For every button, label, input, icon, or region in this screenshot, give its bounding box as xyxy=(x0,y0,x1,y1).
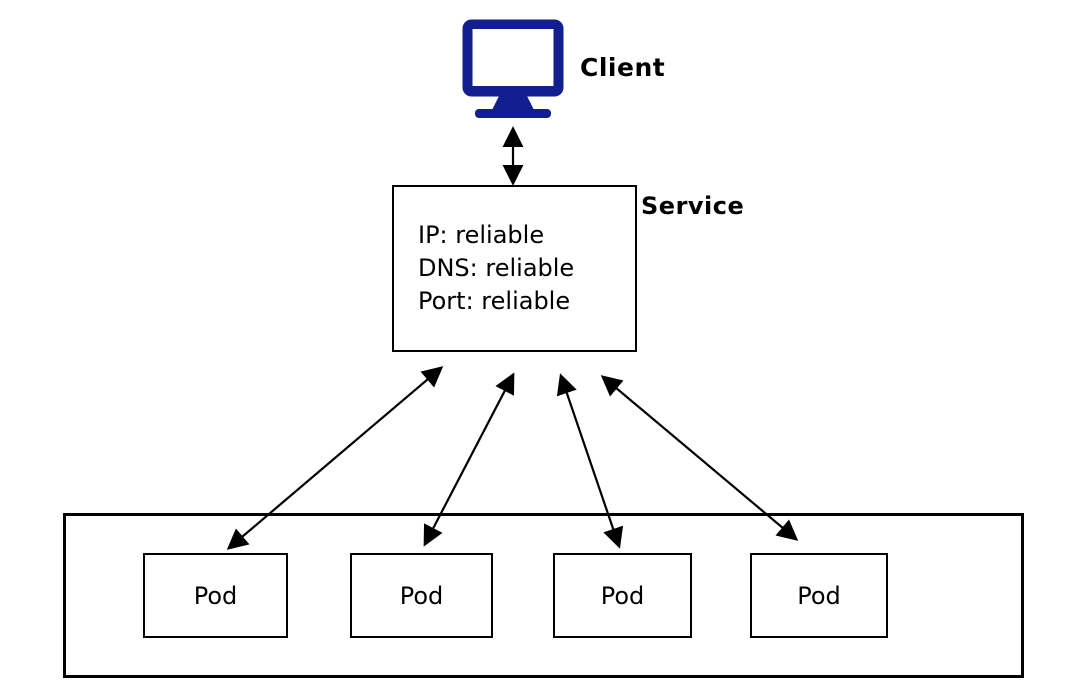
pods-container xyxy=(63,513,1024,678)
pod-box-4: Pod xyxy=(750,553,888,638)
service-property-dns: DNS: reliable xyxy=(418,254,575,282)
service-property-ip: IP: reliable xyxy=(418,221,545,249)
pod-label: Pod xyxy=(193,581,238,610)
service-box: IP: reliable DNS: reliable Port: reliabl… xyxy=(392,185,637,352)
client-label: Client xyxy=(580,53,666,82)
service-label: Service xyxy=(641,192,745,220)
monitor-icon xyxy=(462,19,564,118)
pod-label: Pod xyxy=(797,581,841,610)
pod-label: Pod xyxy=(399,581,444,610)
pod-label: Pod xyxy=(600,581,645,610)
pod-box-2: Pod xyxy=(350,553,493,638)
pod-box-1: Pod xyxy=(143,553,288,638)
pod-box-3: Pod xyxy=(553,553,692,638)
service-property-port: Port: reliable xyxy=(418,287,571,315)
service-properties: IP: reliable DNS: reliable Port: reliabl… xyxy=(394,187,635,318)
